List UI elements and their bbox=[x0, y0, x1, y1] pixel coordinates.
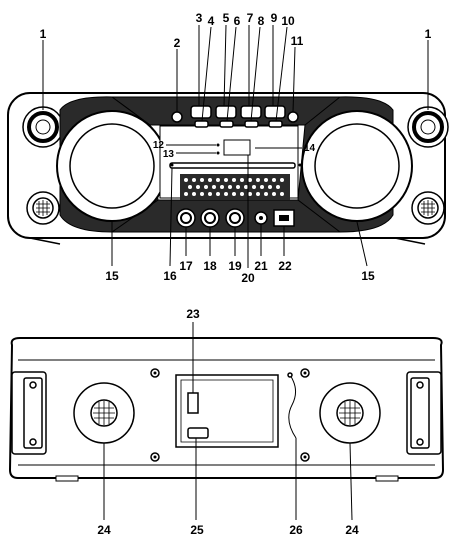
callout-11: 11 bbox=[291, 34, 304, 48]
front-view: 1 1 2 3 4 5 6 7 8 9 10 11 12 13 14 15 15… bbox=[7, 11, 449, 285]
woofer-right bbox=[301, 110, 413, 222]
callout-17: 17 bbox=[179, 259, 193, 273]
indicator-12 bbox=[216, 143, 220, 147]
callout-4: 4 bbox=[208, 14, 215, 28]
button-4[interactable] bbox=[194, 120, 209, 128]
front-grille bbox=[180, 174, 290, 200]
button-5[interactable] bbox=[215, 105, 237, 119]
display-window bbox=[223, 139, 251, 156]
callout-10: 10 bbox=[281, 14, 295, 28]
callout-18: 18 bbox=[203, 259, 217, 273]
control-buttons bbox=[171, 105, 299, 128]
callout-16: 16 bbox=[163, 269, 177, 283]
rear-panel-compartment bbox=[175, 374, 279, 448]
screws bbox=[150, 368, 310, 462]
callout-26: 26 bbox=[289, 523, 303, 537]
callout-15-left: 15 bbox=[105, 269, 119, 283]
tweeter-top-left bbox=[22, 106, 64, 148]
grille-bottom-right bbox=[411, 191, 445, 225]
callout-19: 19 bbox=[228, 259, 242, 273]
jack-21[interactable] bbox=[254, 211, 268, 225]
callout-20: 20 bbox=[241, 271, 255, 285]
callout-12: 12 bbox=[153, 140, 165, 151]
button-10[interactable] bbox=[268, 120, 283, 128]
callout-24-left: 24 bbox=[97, 523, 111, 537]
callout-2: 2 bbox=[174, 36, 181, 50]
indicator-13 bbox=[216, 151, 220, 155]
callout-13: 13 bbox=[163, 149, 175, 160]
jack-17[interactable] bbox=[176, 208, 196, 228]
callout-15-right: 15 bbox=[361, 269, 375, 283]
button-3[interactable] bbox=[190, 105, 212, 119]
jack-19[interactable] bbox=[225, 208, 245, 228]
callout-25: 25 bbox=[190, 523, 204, 537]
button-8[interactable] bbox=[244, 120, 259, 128]
back-view: 23 24 25 26 24 bbox=[8, 307, 445, 537]
callout-9: 9 bbox=[271, 11, 278, 25]
button-11[interactable] bbox=[287, 111, 299, 123]
rear-button-25[interactable] bbox=[187, 427, 209, 439]
rear-switch-23[interactable] bbox=[187, 392, 199, 414]
grille-bottom-left bbox=[26, 191, 60, 225]
button-9[interactable] bbox=[264, 105, 286, 119]
callout-22: 22 bbox=[278, 259, 292, 273]
callout-8: 8 bbox=[258, 14, 265, 28]
rear-speaker-right bbox=[319, 382, 381, 444]
callout-6: 6 bbox=[234, 14, 241, 28]
callout-21: 21 bbox=[254, 259, 268, 273]
usb-port-22[interactable] bbox=[273, 209, 295, 227]
antenna-26 bbox=[288, 374, 297, 439]
button-6[interactable] bbox=[219, 120, 234, 128]
cd-slot bbox=[169, 162, 296, 169]
callout-23: 23 bbox=[186, 307, 200, 321]
callout-1-left: 1 bbox=[40, 27, 47, 41]
handle-right bbox=[406, 371, 442, 455]
callout-1-right: 1 bbox=[425, 27, 432, 41]
callout-7: 7 bbox=[247, 11, 254, 25]
callout-14: 14 bbox=[304, 143, 316, 154]
callout-5: 5 bbox=[223, 11, 230, 25]
tweeter-top-right bbox=[407, 106, 449, 148]
jack-18[interactable] bbox=[200, 208, 220, 228]
woofer-left bbox=[56, 110, 168, 222]
callout-3: 3 bbox=[196, 11, 203, 25]
callout-24-right: 24 bbox=[345, 523, 359, 537]
rear-speaker-left bbox=[73, 382, 135, 444]
handle-left bbox=[11, 371, 47, 455]
button-2[interactable] bbox=[171, 111, 183, 123]
